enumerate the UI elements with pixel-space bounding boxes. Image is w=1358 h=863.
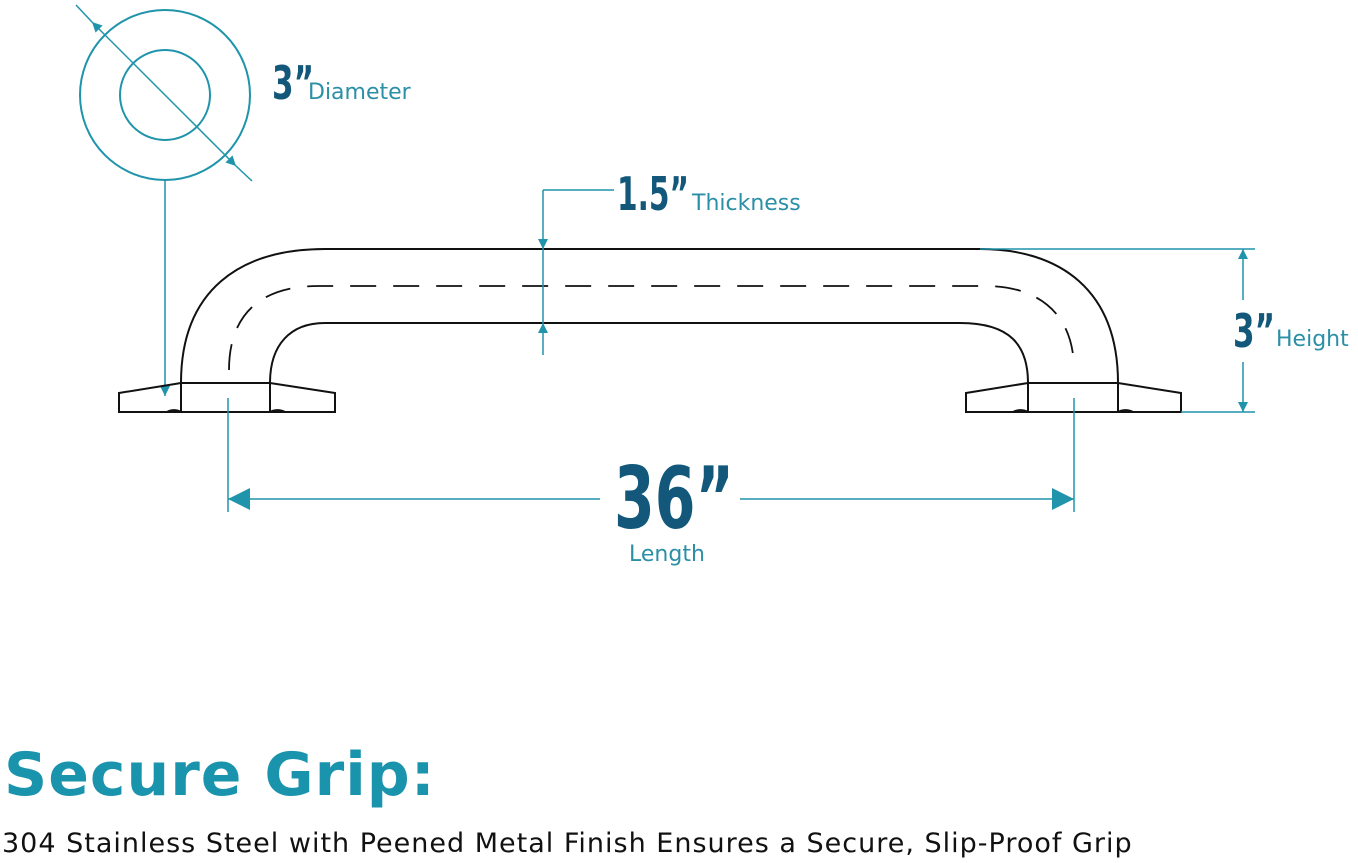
bar-outer-edge: [180, 248, 1119, 384]
length-dimension: [227, 398, 1075, 512]
diameter-line: [91, 21, 237, 167]
length-value: 36”: [614, 449, 734, 549]
diameter-line-tail-top: [75, 4, 93, 23]
feature-heading: Secure Grip:: [4, 740, 436, 810]
diameter-line-tail-bottom: [235, 165, 253, 182]
left-flange-plate: [118, 382, 336, 413]
height-dimension: [980, 248, 1255, 413]
thickness-label: Thickness: [691, 191, 801, 216]
bar-inner-edge: [269, 322, 1029, 384]
feature-description: 304 Stainless Steel with Peened Metal Fi…: [2, 828, 1133, 859]
flange-end-view: [75, 4, 253, 396]
diameter-label: Diameter: [308, 80, 412, 105]
right-flange-screw-left: [1012, 409, 1029, 413]
diameter-value: 3”: [272, 56, 314, 110]
grab-bar-side-view: [118, 248, 1182, 413]
diameter-callout: 3” Diameter: [272, 56, 412, 110]
height-callout: 3” Height: [1233, 304, 1349, 358]
length-label: Length: [629, 542, 705, 567]
length-callout: 36” Length: [614, 449, 734, 567]
height-label: Height: [1276, 327, 1349, 352]
thickness-callout: 1.5” Thickness: [617, 167, 801, 221]
left-flange-screw-right: [269, 409, 286, 413]
height-value: 3”: [1233, 304, 1275, 358]
thickness-value: 1.5”: [617, 167, 689, 221]
left-flange-screw-left: [166, 409, 182, 413]
bar-centerline: [228, 285, 1075, 371]
thickness-dimension: [538, 189, 614, 355]
right-flange-screw-right: [1117, 409, 1134, 413]
